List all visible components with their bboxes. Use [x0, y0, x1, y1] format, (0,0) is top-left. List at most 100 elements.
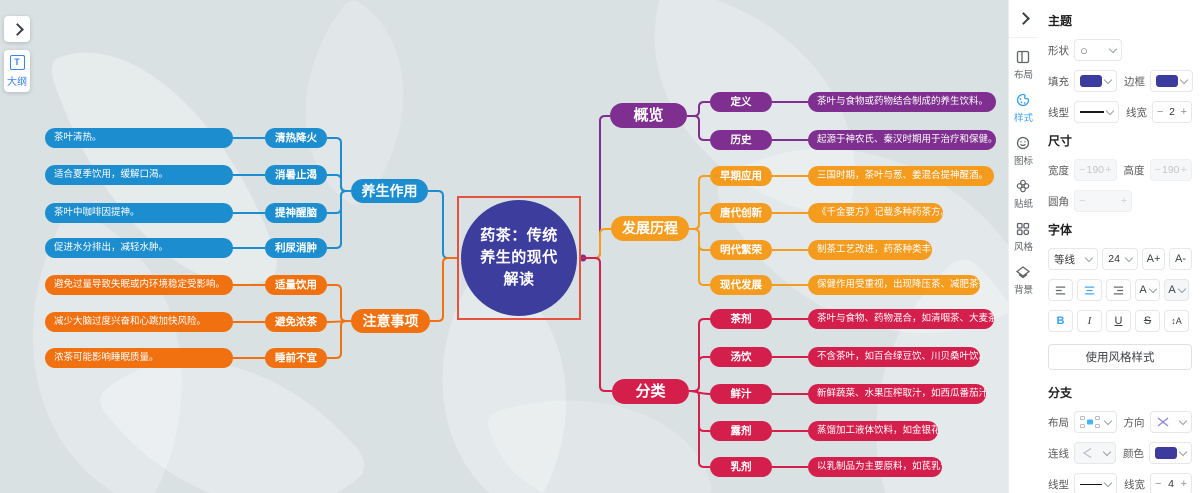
subtopic[interactable]: 避免浓茶	[265, 312, 327, 332]
branch-linetype-select[interactable]	[1074, 473, 1117, 493]
main-topic-classification[interactable]: 分类	[612, 379, 689, 404]
leaf-topic[interactable]: 茶叶与食物、药物混合，如清咽茶、大麦茶。	[808, 309, 994, 329]
strikethrough-button[interactable]: S	[1135, 310, 1160, 332]
outline-label: 大纲	[7, 76, 27, 88]
chevron-right-icon	[10, 22, 24, 36]
use-style-format-button[interactable]: 使用风格样式	[1048, 344, 1192, 370]
branch-color-select[interactable]	[1149, 442, 1192, 464]
leaf-topic[interactable]: 《千金要方》记载多种药茶方。	[808, 203, 943, 223]
node-linewidth-label: 线宽	[1126, 106, 1147, 119]
direction-select[interactable]	[1149, 411, 1192, 433]
mindmap-canvas[interactable]: 药茶：传统养生的现代解读 概览 定义 历史 茶叶与食物或药物结合制成的养生饮料。…	[0, 0, 1008, 493]
leaf-topic[interactable]: 适合夏季饮用，缓解口渴。	[45, 165, 233, 185]
width-stepper[interactable]: − 190 +	[1074, 159, 1117, 181]
chevron-down-icon	[1103, 416, 1112, 426]
solid-line-glyph	[1080, 111, 1104, 113]
branch-linewidth-stepper[interactable]: − 4 +	[1150, 473, 1192, 493]
node-linewidth-stepper[interactable]: − 2 +	[1152, 101, 1192, 123]
italic-button[interactable]: I	[1077, 310, 1102, 332]
minus-icon[interactable]: −	[1155, 478, 1162, 490]
main-topic-history[interactable]: 发展历程	[611, 216, 689, 241]
font-decrease-button[interactable]: A-	[1169, 248, 1192, 270]
main-topic-benefits[interactable]: 养生作用	[351, 179, 428, 203]
subtopic[interactable]: 定义	[710, 92, 772, 112]
font-family-select[interactable]: 等线	[1048, 248, 1099, 270]
subtopic[interactable]: 适量饮用	[265, 275, 327, 295]
leaf-topic[interactable]: 减少大脑过度兴奋和心跳加快风险。	[45, 312, 233, 332]
minus-icon[interactable]: −	[1157, 106, 1164, 118]
plus-icon[interactable]: +	[1180, 106, 1187, 118]
height-stepper[interactable]: − 190 +	[1149, 159, 1192, 181]
subtopic[interactable]: 早期应用	[710, 166, 772, 186]
subtopic[interactable]: 鲜汁	[710, 384, 772, 404]
leaf-topic[interactable]: 促进水分排出，减轻水肿。	[45, 238, 233, 258]
main-topic-precautions[interactable]: 注意事项	[351, 309, 430, 333]
mindmap-layout-icon	[1080, 416, 1100, 428]
font-color-button[interactable]: A	[1135, 279, 1160, 301]
rail-item-style[interactable]: 样式	[1014, 92, 1033, 124]
central-topic[interactable]: 药茶：传统养生的现代解读	[461, 200, 577, 316]
subtopic[interactable]: 唐代创新	[710, 203, 772, 223]
rail-item-background[interactable]: 背景	[1014, 264, 1033, 296]
fill-color-select[interactable]	[1074, 70, 1117, 92]
plus-icon[interactable]: +	[1180, 478, 1187, 490]
leaf-topic[interactable]: 制茶工艺改进，药茶种类丰富。	[808, 240, 932, 260]
main-topic-overview[interactable]: 概览	[610, 103, 687, 128]
font-increase-button[interactable]: A+	[1142, 248, 1165, 270]
border-color-select[interactable]	[1150, 70, 1193, 92]
leaf-topic[interactable]: 茶叶清热。	[45, 128, 233, 148]
rail-item-icons[interactable]: 图标	[1014, 135, 1033, 167]
branch-layout-select[interactable]	[1074, 411, 1117, 433]
corner-stepper[interactable]: − +	[1074, 190, 1132, 212]
leaf-topic[interactable]: 三国时期，茶叶与葱、姜混合提神醒酒。	[808, 166, 994, 186]
subtopic[interactable]: 露剂	[710, 421, 772, 441]
chevron-right-icon	[1017, 12, 1030, 25]
circle-shape-glyph: ○	[1080, 42, 1088, 58]
shape-select[interactable]: ○	[1074, 39, 1122, 61]
subtopic[interactable]: 消暑止渴	[265, 165, 327, 185]
line-spacing-button[interactable]: ↕A	[1164, 310, 1189, 332]
selection-outline	[457, 196, 581, 320]
outline-button[interactable]: T 大纲	[4, 50, 30, 92]
leaf-topic[interactable]: 茶叶与食物或药物结合制成的养生饮料。	[808, 92, 996, 112]
direction-both-icon	[1157, 417, 1168, 427]
subtopic[interactable]: 历史	[710, 130, 772, 150]
connector-style-select[interactable]	[1074, 442, 1116, 464]
leaf-topic[interactable]: 不含茶叶，如百合绿豆饮、川贝桑叶饮。	[808, 347, 980, 367]
leaf-topic[interactable]: 茶叶中咖啡因提神。	[45, 203, 233, 223]
leaf-topic[interactable]: 以乳制品为主要原料，如芪乳饮。	[808, 457, 942, 477]
rail-item-theme[interactable]: 风格	[1014, 221, 1033, 253]
underline-button[interactable]: U	[1106, 310, 1131, 332]
sticker-icon	[1017, 179, 1030, 193]
subtopic[interactable]: 乳剂	[710, 457, 772, 477]
bold-button[interactable]: B	[1048, 310, 1073, 332]
collapse-right-panel-button[interactable]	[1009, 0, 1038, 38]
highlight-color-button[interactable]: A	[1164, 279, 1189, 301]
subtopic[interactable]: 睡前不宜	[265, 348, 327, 368]
node-linetype-select[interactable]	[1074, 101, 1119, 123]
align-left-button[interactable]	[1048, 279, 1073, 301]
subtopic[interactable]: 茶剂	[710, 309, 772, 329]
font-family-value: 等线	[1054, 253, 1075, 266]
leaf-topic[interactable]: 保健作用受重视，出现降压茶、减肥茶等。	[808, 275, 980, 295]
subtopic[interactable]: 提神醒脑	[265, 203, 327, 223]
expand-left-panel-button[interactable]	[4, 16, 30, 42]
align-right-button[interactable]	[1106, 279, 1131, 301]
leaf-topic[interactable]: 蒸馏加工液体饮料，如金银花露。	[808, 421, 938, 441]
subtopic[interactable]: 明代繁荣	[710, 240, 772, 260]
background-icon	[1016, 266, 1031, 279]
font-size-select[interactable]: 24	[1102, 248, 1138, 270]
rail-item-stickers[interactable]: 贴纸	[1014, 178, 1033, 210]
leaf-topic[interactable]: 起源于神农氏、秦汉时期用于治疗和保健。	[808, 130, 996, 150]
leaf-topic[interactable]: 避免过量导致失眠或内环境稳定受影响。	[45, 275, 233, 295]
align-center-button[interactable]	[1077, 279, 1102, 301]
node-linetype-label: 线型	[1048, 106, 1069, 119]
leaf-topic[interactable]: 新鲜蔬菜、水果压榨取汁，如西瓜番茄汁。	[808, 384, 986, 404]
rail-item-layout[interactable]: 布局	[1014, 49, 1033, 81]
subtopic[interactable]: 利尿消肿	[265, 238, 327, 258]
subtopic[interactable]: 现代发展	[710, 275, 772, 295]
subtopic[interactable]: 汤饮	[710, 347, 772, 367]
subtopic[interactable]: 清热降火	[265, 128, 327, 148]
leaf-topic[interactable]: 浓茶可能影响睡眠质量。	[45, 348, 233, 368]
chevron-down-icon	[1178, 447, 1188, 457]
